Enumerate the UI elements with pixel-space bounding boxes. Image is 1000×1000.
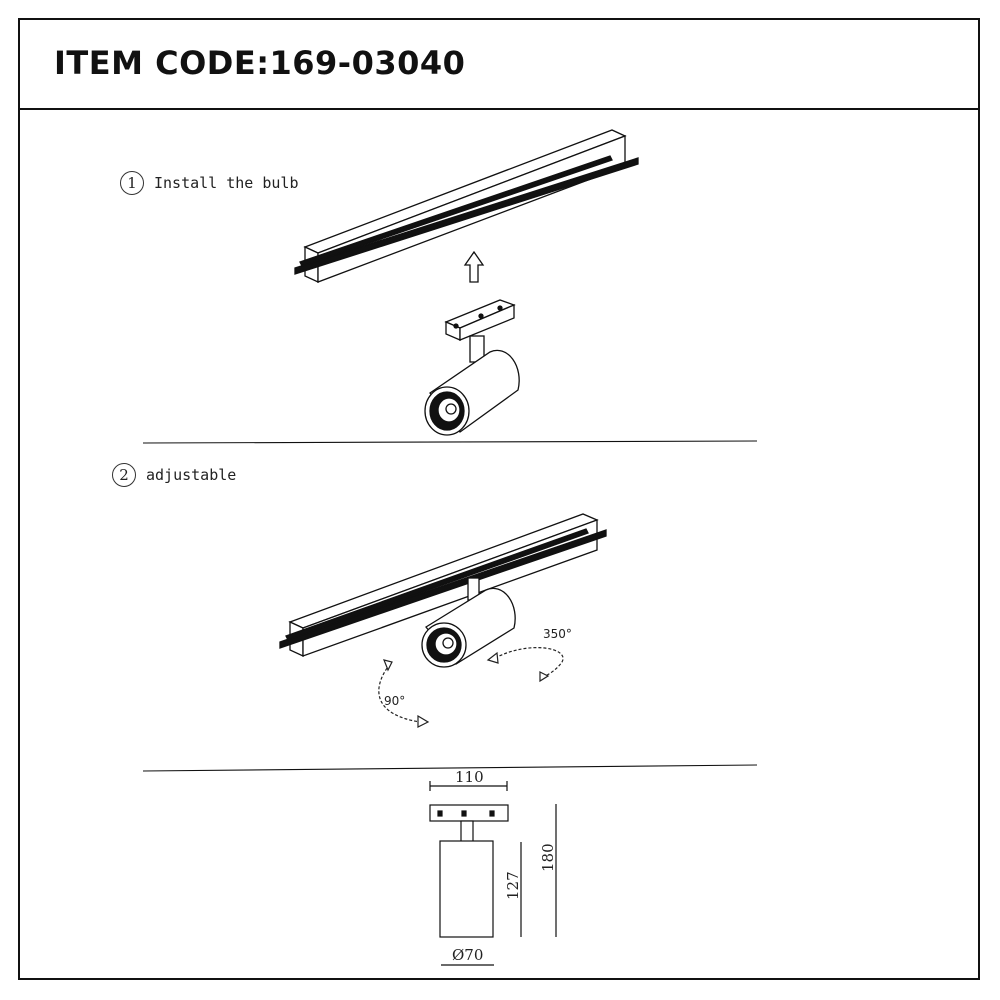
- item-code-title: ITEM CODE:169-03040: [54, 44, 466, 82]
- track-rail-2: [279, 513, 607, 658]
- arrow-up-icon: [463, 250, 485, 283]
- step-2-text: adjustable: [146, 466, 237, 484]
- step-1-label: 1 Install the bulb: [120, 171, 299, 195]
- divider-line-1: [142, 440, 758, 444]
- divider-line-2: [142, 764, 758, 772]
- tilt-angle-label: 90°: [384, 694, 405, 708]
- spotlight-1: [424, 299, 520, 436]
- pan-arrow-icon: [486, 647, 564, 683]
- track-rail-1: [294, 129, 639, 284]
- spotlight-2: [421, 577, 516, 668]
- header-bar: ITEM CODE:169-03040: [20, 20, 978, 110]
- dimension-drawing: [429, 781, 557, 966]
- body-height-dimension: 127: [504, 871, 522, 900]
- step-1-number: 1: [120, 171, 144, 195]
- step-2-label: 2 adjustable: [112, 463, 236, 487]
- width-dimension: 110: [455, 768, 484, 786]
- sheet-frame: ITEM CODE:169-03040: [18, 18, 980, 980]
- diameter-dimension: Ø70: [452, 946, 483, 964]
- tilt-arrow-icon: [378, 659, 430, 728]
- total-height-dimension: 180: [539, 843, 557, 872]
- step-2-number: 2: [112, 463, 136, 487]
- step-1-text: Install the bulb: [154, 174, 299, 192]
- pan-angle-label: 350°: [543, 627, 572, 641]
